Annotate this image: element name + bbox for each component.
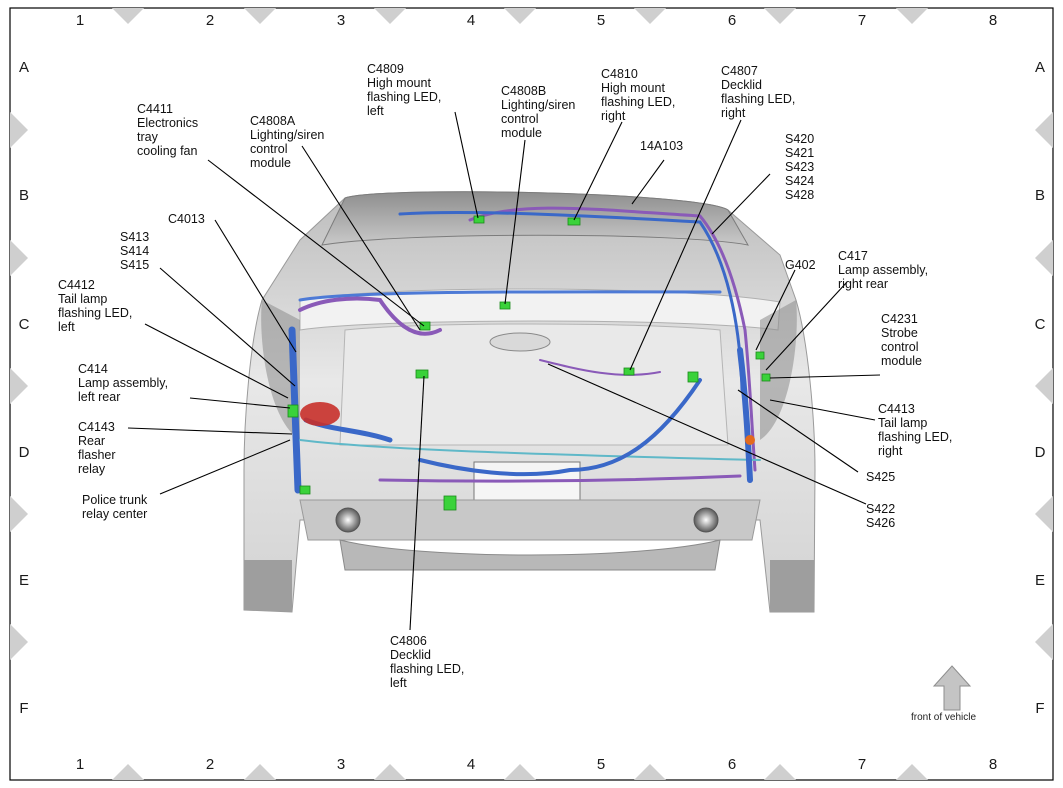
callout-c4411: C4411 Electronics tray cooling fan xyxy=(137,102,199,158)
callout-g402: G402 xyxy=(785,258,816,272)
callout-c4231: C4231 Strobe control module xyxy=(881,312,922,368)
grid-column-8-bottom: 8 xyxy=(988,756,998,773)
grid-column-1-top: 1 xyxy=(75,12,85,29)
grid-column-4-top: 4 xyxy=(466,12,476,29)
grid-column-2-bottom: 2 xyxy=(205,756,215,773)
callout-s425: S425 xyxy=(866,470,896,484)
callout-c4013: C4013 xyxy=(168,212,205,226)
callout-c4806: C4806 Decklid flashing LED, left xyxy=(390,634,465,690)
grid-column-6-top: 6 xyxy=(727,12,737,29)
grid-column-3-top: 3 xyxy=(336,12,346,29)
callout-c4810: C4810 High mount flashing LED, right xyxy=(601,67,676,123)
grid-row-a-left: A xyxy=(18,59,29,76)
callout-c4143: C4143 Rear flasher relay xyxy=(78,420,116,476)
callout-c4808a: C4808A Lighting/siren control module xyxy=(250,114,325,170)
police-trunk-relay-center xyxy=(300,402,755,445)
grid-column-1-bottom: 1 xyxy=(75,756,85,773)
grid-column-4-bottom: 4 xyxy=(466,756,476,773)
callout-police-trunk-relay-center: Police trunk relay center xyxy=(82,493,148,521)
connector-markers xyxy=(287,215,771,511)
callout-c414: C414 Lamp assembly, left rear xyxy=(78,362,169,404)
callout-s422-group: S422 S426 xyxy=(866,502,896,530)
callout-c4808b: C4808B Lighting/siren control module xyxy=(501,84,576,140)
callout-14a103: 14A103 xyxy=(640,139,684,153)
grid-row-c-left: C xyxy=(18,316,30,333)
grid-row-c-right: C xyxy=(1034,316,1046,333)
grid-row-d-right: D xyxy=(1034,444,1046,461)
grid-row-f-right: F xyxy=(1035,700,1045,717)
grid-row-b-right: B xyxy=(1034,187,1045,204)
grid-markers xyxy=(10,8,1053,780)
grid-column-5-top: 5 xyxy=(596,12,606,29)
grid-row-e-right: E xyxy=(1034,572,1045,589)
callout-c4807: C4807 Decklid flashing LED, right xyxy=(721,64,796,120)
grid-column-3-bottom: 3 xyxy=(336,756,346,773)
callout-c4809: C4809 High mount flashing LED, left xyxy=(367,62,442,118)
grid-column-2-top: 2 xyxy=(205,12,215,29)
grid-row-f-left: F xyxy=(19,700,29,717)
grid-row-e-left: E xyxy=(18,572,29,589)
callout-s420-group: S420 S421 S423 S424 S428 xyxy=(785,132,815,202)
grid-column-7-top: 7 xyxy=(857,12,867,29)
grid-column-8-top: 8 xyxy=(988,12,998,29)
callout-c4413: C4413 Tail lamp flashing LED, right xyxy=(878,402,953,458)
front-of-vehicle-label: front of vehicle xyxy=(911,712,977,723)
callout-c417: C417 Lamp assembly, right rear xyxy=(838,249,929,291)
grid-row-d-left: D xyxy=(18,444,30,461)
front-of-vehicle-arrow-icon xyxy=(932,665,972,711)
grid-row-b-left: B xyxy=(18,187,29,204)
grid-column-6-bottom: 6 xyxy=(727,756,737,773)
callout-s413-group: S413 S414 S415 xyxy=(120,230,150,272)
leader-lines xyxy=(127,111,881,631)
grid-column-5-bottom: 5 xyxy=(596,756,606,773)
grid-row-a-right: A xyxy=(1034,59,1045,76)
grid-column-7-bottom: 7 xyxy=(857,756,867,773)
callout-c4412: C4412 Tail lamp flashing LED, left xyxy=(58,278,133,334)
